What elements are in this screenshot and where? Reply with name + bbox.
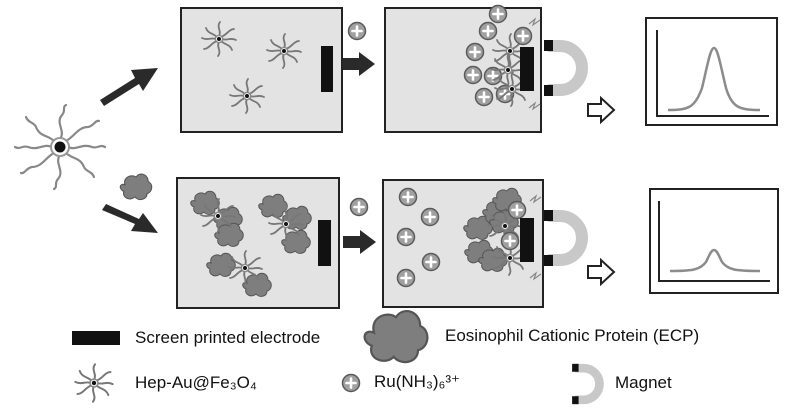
magnet-bottom: [544, 210, 582, 266]
top-plot: [645, 17, 778, 126]
free-ecp-protein: [119, 173, 153, 201]
legend-magnet-label: Magnet: [615, 373, 672, 392]
free-nanoparticle: [13, 103, 107, 191]
legend-nanoparticle-symbol: [74, 363, 114, 403]
legend-ion-symbol: [341, 373, 361, 393]
hollow-arrow-bottom: [587, 257, 616, 287]
bottom-plot: [649, 188, 779, 294]
top-panel-2: [384, 4, 542, 133]
ion-above-arrow-top: [347, 21, 367, 41]
magnet-top: [544, 40, 582, 96]
low-peak-curve: [669, 248, 761, 273]
legend-nanoparticle-label: Hep-Au@Fe₃O₄: [135, 373, 257, 392]
arrow-to-bottom-row: [102, 204, 158, 233]
electrode: [520, 218, 534, 262]
ion-above-arrow-bottom: [349, 197, 369, 217]
legend-magnet-symbol: [572, 364, 599, 404]
legend-ruthenium-label: Ru(NH₃)₆³⁺: [374, 372, 461, 391]
electrode: [520, 47, 534, 91]
legend-ecp-label: Eosinophil Cationic Protein (ECP): [445, 326, 700, 345]
electrode: [318, 220, 331, 266]
bottom-panel-2: [382, 179, 544, 308]
bottom-panel-1: [176, 177, 340, 309]
arrow-to-top-row: [100, 68, 158, 106]
high-peak-curve: [667, 46, 761, 112]
arrow-bottom-1: [343, 230, 376, 254]
hollow-arrow-top: [587, 95, 616, 125]
legend-ecp-symbol: [363, 309, 429, 364]
legend-electrode-symbol: [72, 331, 120, 345]
electrode: [321, 46, 333, 92]
top-panel-1: [180, 7, 343, 133]
legend-electrode-label: Screen printed electrode: [135, 328, 321, 347]
arrow-top-1: [343, 52, 375, 76]
